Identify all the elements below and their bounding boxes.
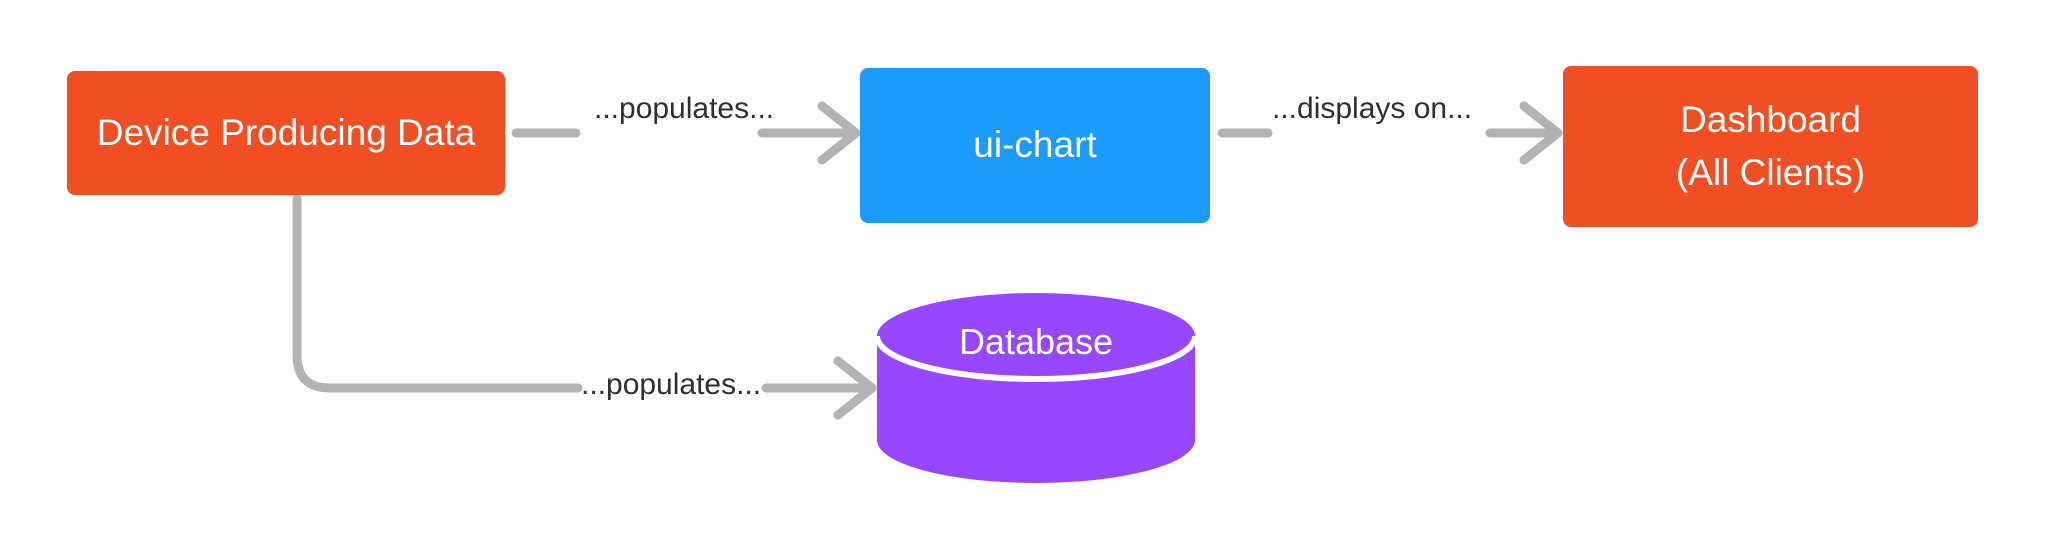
node-dashboard-label-line1: Dashboard	[1679, 99, 1861, 141]
database-cylinder-icon	[877, 293, 1195, 483]
edge-device-to-database-arrowhead	[833, 356, 877, 420]
edge-label-uichart-to-dashboard: ...displays on...	[1272, 92, 1473, 125]
node-device-label: Device Producing Data	[96, 111, 476, 153]
node-database-label: Database	[958, 321, 1114, 362]
edge-device-to-uichart-arrowhead	[817, 101, 861, 165]
edge-label-device-to-uichart: ...populates...	[594, 92, 775, 125]
edge-uichart-to-dashboard-arrowhead	[1519, 101, 1563, 165]
edge-label-device-to-database: ...populates...	[581, 368, 762, 401]
node-device-producing-data[interactable]: Device Producing Data	[67, 71, 505, 195]
node-dashboard[interactable]: Dashboard (All Clients)	[1563, 66, 1978, 227]
edge-device-to-database-elbow	[292, 194, 583, 393]
node-database[interactable]: Database	[877, 293, 1195, 483]
node-ui-chart[interactable]: ui-chart	[860, 68, 1210, 223]
node-ui-chart-label: ui-chart	[973, 124, 1097, 166]
node-dashboard-label-line2: (All Clients)	[1675, 151, 1866, 193]
